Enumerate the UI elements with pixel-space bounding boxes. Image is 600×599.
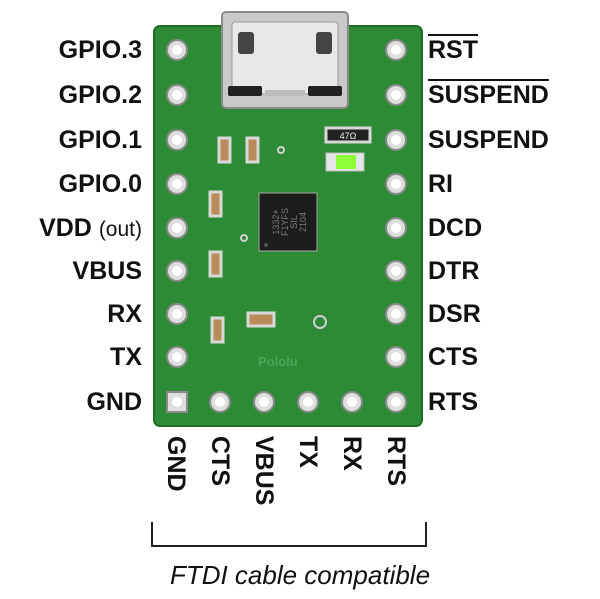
chip-marking-1: SIL [289,215,299,229]
pin-label-dsr: DSR [428,300,481,328]
smd-components [208,126,372,344]
pin-label-suspend: SUSPEND [428,126,549,154]
pin-label-tx: TX [110,343,142,371]
pin-label-rts: RTS [428,388,478,416]
pin-label-dtr: DTR [428,257,480,285]
ftdi-bracket [151,522,427,547]
usb-connector [221,11,349,109]
bottom-label-vbus: VBUS [250,436,278,506]
pin-label-gpio3: GPIO.3 [58,36,142,64]
pin-label-suspend-inverted: SUSPEND [428,81,549,109]
bottom-label-rx: RX [338,436,366,471]
bottom-label-cts: CTS [206,436,234,486]
bottom-label-rts: RTS [382,436,410,486]
pin-label-gpio0: GPIO.0 [58,170,142,198]
pin-label-vdd: VDD (out) [39,214,142,244]
chip-marking-3: F1YFS [280,208,290,236]
left-pads [166,39,188,413]
pin-label-cts: CTS [428,343,478,371]
status-led [325,152,365,172]
pin-label-gnd: GND [86,388,142,416]
silkscreen-brand: Pololu [258,354,298,369]
pin-label-vdd-name: VDD [39,214,92,242]
bottom-label-gnd: GND [162,436,190,492]
chip-marking-4: 1332+ [271,209,281,234]
chip-marking-2: 2104 [298,212,308,232]
resistor-marking: 47Ω [340,131,357,141]
bottom-label-tx: TX [294,436,322,468]
vias [240,146,327,329]
pin-label-gpio2: GPIO.2 [58,81,142,109]
pin-label-dcd: DCD [428,214,483,242]
right-pads [385,39,407,413]
caption: FTDI cable compatible [169,560,431,590]
cp2104-chip [258,192,318,252]
pin-label-ri: RI [428,170,453,198]
pin-label-vdd-suffix: (out) [98,218,142,241]
pin-label-rx: RX [107,300,142,328]
bottom-pads [209,391,363,413]
pin-label-rst: RST [428,36,478,64]
pin-label-gpio1: GPIO.1 [58,126,142,154]
pin-label-vbus: VBUS [72,257,142,285]
